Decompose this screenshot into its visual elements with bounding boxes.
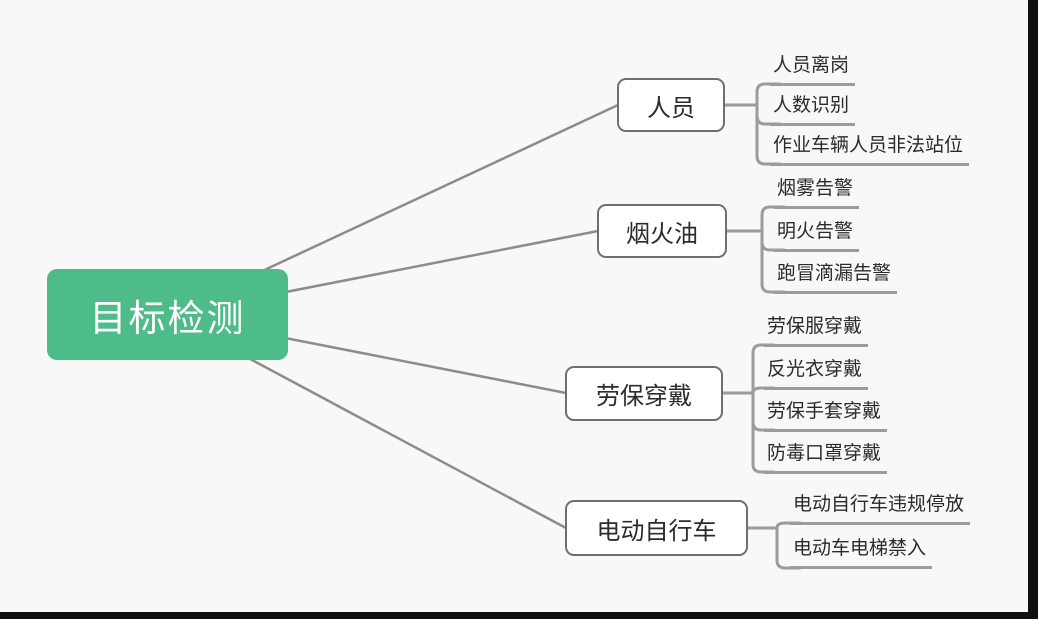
leaf-topic[interactable]: 烟雾告警	[774, 177, 860, 209]
leaf-topic[interactable]: 反光衣穿戴	[764, 358, 869, 390]
leaf-topic[interactable]: 人数识别	[770, 94, 856, 126]
branch-node-ppe-wear[interactable]: 劳保穿戴	[565, 366, 723, 421]
branch-node-ebike[interactable]: 电动自行车	[565, 500, 748, 556]
leaf-topic[interactable]: 作业车辆人员非法站位	[770, 134, 970, 166]
leaf-topic[interactable]: 明火告警	[774, 220, 860, 252]
leaf-topic[interactable]: 电动车电梯禁入	[790, 537, 933, 569]
leaf-topic[interactable]: 人员离岗	[770, 54, 856, 86]
leaf-topic[interactable]: 跑冒滴漏告警	[774, 262, 898, 294]
branch-node-smoke-fire-oil[interactable]: 烟火油	[597, 204, 727, 258]
root-node[interactable]: 目标检测	[47, 269, 288, 360]
branch-leaf-brackets	[721, 82, 802, 570]
branch-node-personnel[interactable]: 人员	[617, 78, 725, 132]
screen-edge-right-bar	[1028, 0, 1038, 619]
screen-edge-bottom-bar	[0, 612, 1038, 619]
leaf-topic[interactable]: 防毒口罩穿戴	[764, 442, 888, 474]
leaf-topic[interactable]: 劳保手套穿戴	[764, 400, 888, 432]
leaf-topic[interactable]: 劳保服穿戴	[764, 315, 869, 347]
leaf-topic[interactable]: 电动自行车违规停放	[790, 493, 971, 525]
